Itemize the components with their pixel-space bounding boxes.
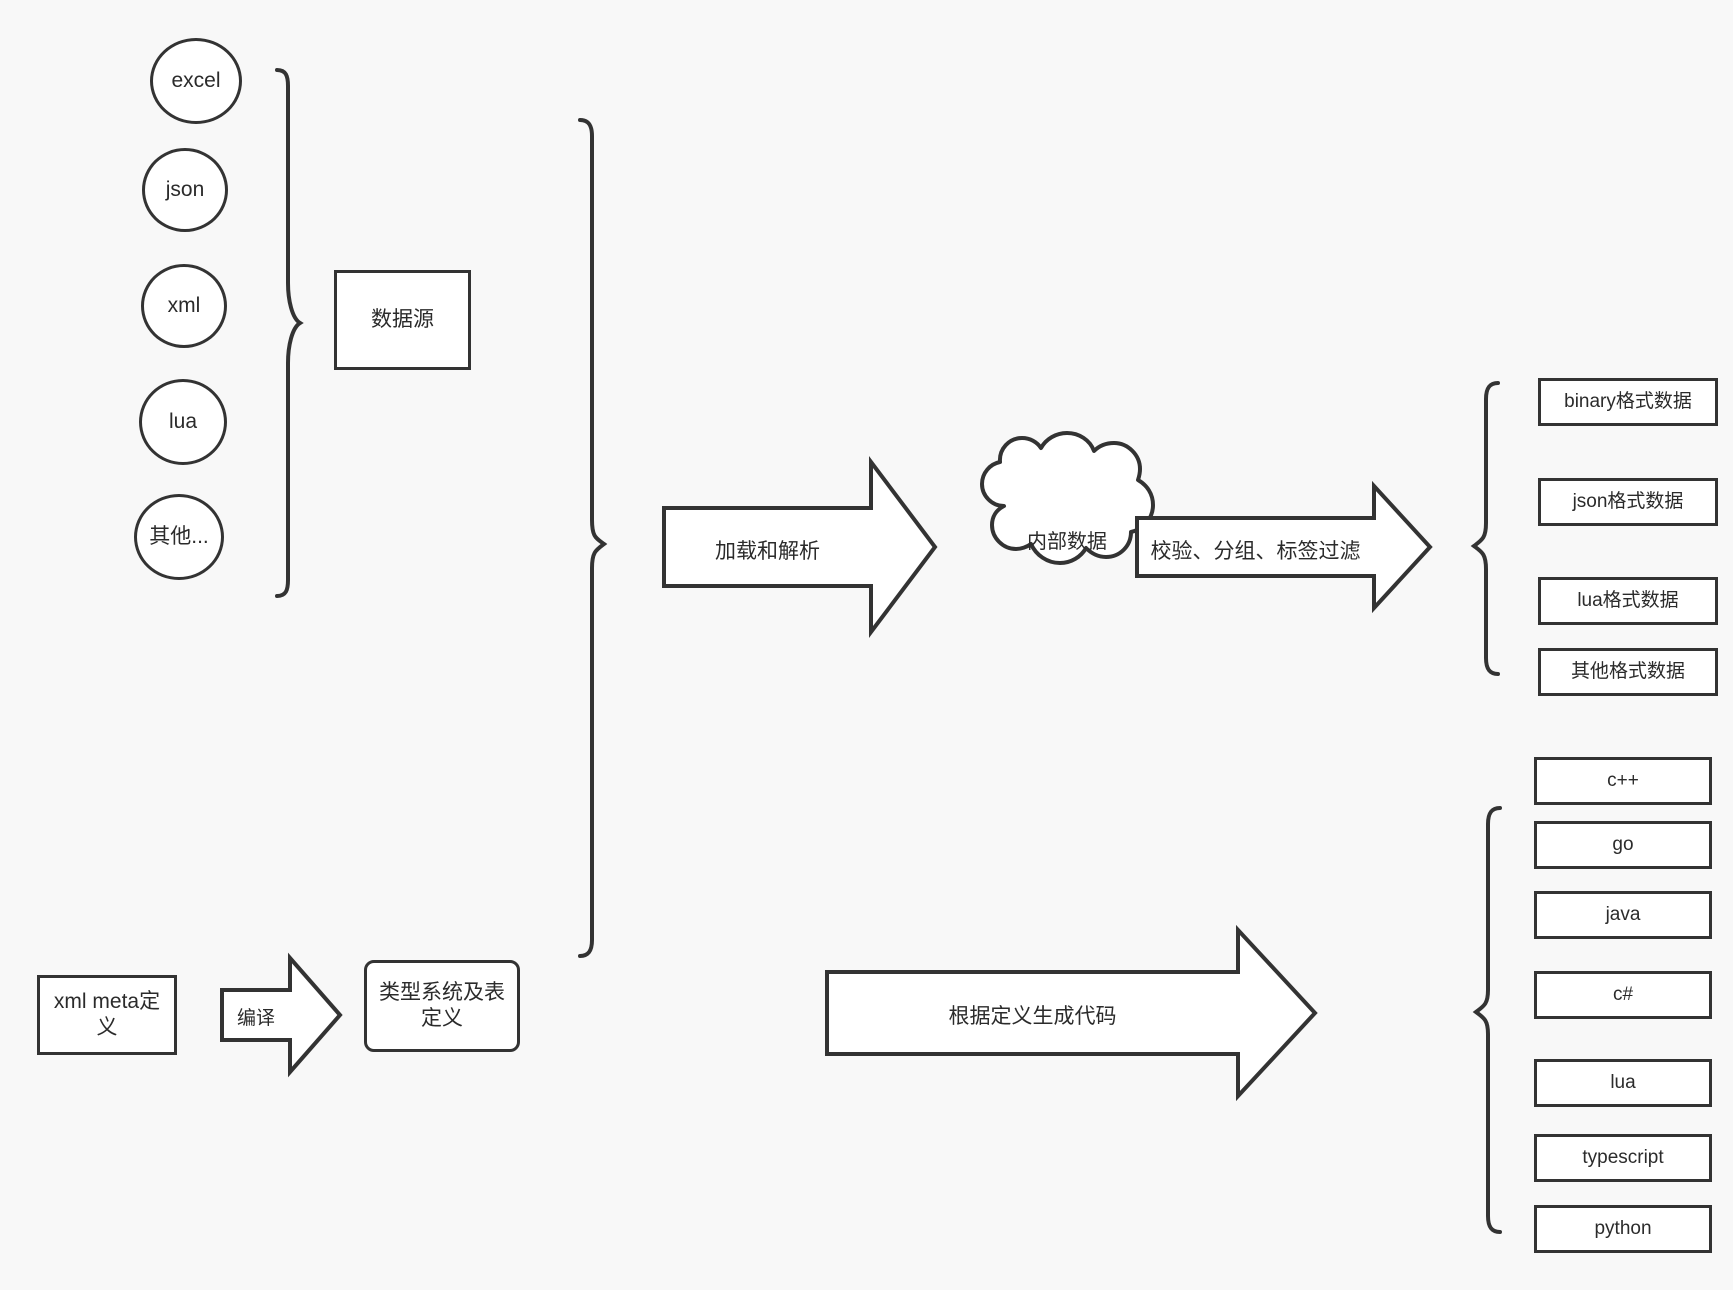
output-format-other[interactable]: 其他格式数据 [1538, 648, 1718, 696]
output-format-other-label: 其他格式数据 [1570, 661, 1685, 683]
output-language-brace [1472, 806, 1502, 1234]
output-language-cpp[interactable]: c++ [1534, 757, 1712, 805]
compile-arrow-label: 编译 [236, 1008, 275, 1029]
output-language-java-label: java [1605, 904, 1641, 926]
data-source-lua-label: lua [168, 409, 198, 433]
output-format-json[interactable]: json格式数据 [1538, 478, 1718, 526]
xml-meta-definition-label: xml meta定义 [53, 989, 161, 1039]
process-arrow-label: 校验、分组、标签过滤 [1150, 540, 1361, 563]
output-format-lua[interactable]: lua格式数据 [1538, 577, 1718, 625]
output-language-go[interactable]: go [1534, 821, 1712, 869]
data-source-json-label: json [165, 177, 205, 201]
data-source-group-box[interactable]: 数据源 [334, 270, 471, 370]
output-language-typescript[interactable]: typescript [1534, 1134, 1712, 1182]
output-language-python[interactable]: python [1534, 1205, 1712, 1253]
data-source-excel[interactable]: excel [150, 38, 242, 124]
internal-data-label: 内部数据 [1027, 531, 1107, 553]
data-source-brace [275, 68, 304, 598]
data-source-json[interactable]: json [142, 148, 228, 232]
output-language-java[interactable]: java [1534, 891, 1712, 939]
output-format-brace [1470, 381, 1500, 676]
output-format-lua-label: lua格式数据 [1577, 590, 1679, 612]
data-source-xml[interactable]: xml [141, 264, 227, 348]
output-format-binary-label: binary格式数据 [1564, 391, 1692, 413]
output-language-csharp-label: c# [1612, 984, 1634, 1006]
codegen-arrow-label: 根据定义生成代码 [948, 1005, 1117, 1028]
data-source-other[interactable]: 其他... [134, 494, 224, 580]
type-system-definition-label: 类型系统及表定义 [379, 980, 505, 1030]
output-language-go-label: go [1612, 834, 1634, 856]
output-language-cpp-label: c++ [1607, 770, 1639, 792]
output-language-typescript-label: typescript [1582, 1147, 1664, 1169]
output-language-python-label: python [1594, 1218, 1652, 1240]
load-parse-arrow-label: 加载和解析 [715, 540, 820, 563]
data-source-lua[interactable]: lua [139, 379, 227, 465]
data-source-xml-label: xml [167, 293, 201, 317]
pipeline-input-brace [578, 118, 608, 958]
type-system-definition-box[interactable]: 类型系统及表定义 [364, 960, 520, 1052]
output-language-lua[interactable]: lua [1534, 1059, 1712, 1107]
output-language-lua-label: lua [1610, 1072, 1636, 1094]
xml-meta-definition-box[interactable]: xml meta定义 [37, 975, 177, 1055]
output-format-json-label: json格式数据 [1572, 491, 1684, 513]
output-format-binary[interactable]: binary格式数据 [1538, 378, 1718, 426]
data-source-other-label: 其他... [149, 524, 209, 548]
data-source-excel-label: excel [171, 68, 221, 92]
data-source-group-label: 数据源 [371, 307, 434, 331]
output-language-csharp[interactable]: c# [1534, 971, 1712, 1019]
